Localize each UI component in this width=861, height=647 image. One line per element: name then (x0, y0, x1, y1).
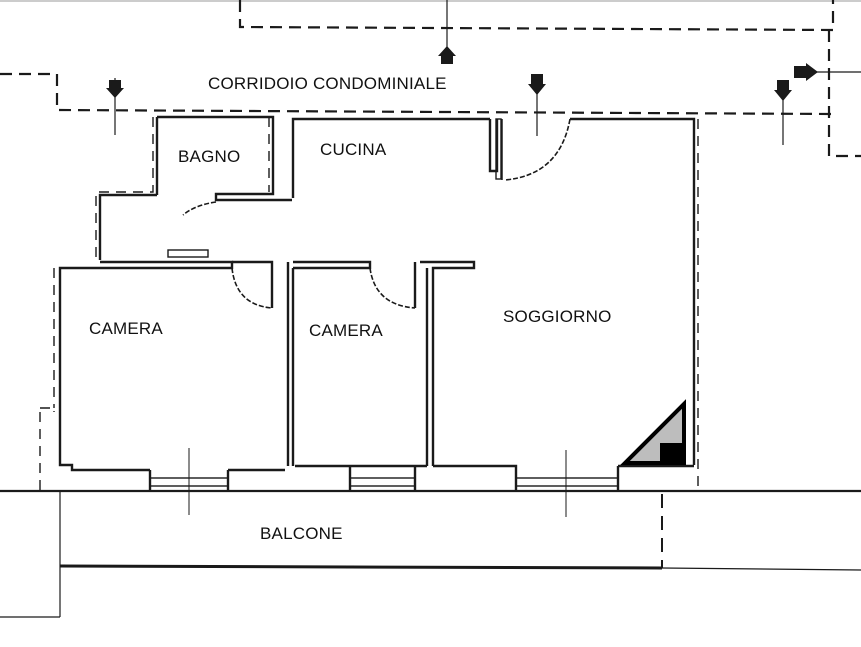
arrow-up-icon (438, 46, 456, 64)
room-label-bagno: BAGNO (178, 147, 241, 166)
room-label-soggiorno: SOGGIORNO (503, 307, 612, 326)
room-label-balcone: BALCONE (260, 524, 343, 543)
arrow-right-icon (794, 63, 818, 81)
arrow-down-icon (774, 80, 792, 101)
arrow-down-icon (528, 74, 546, 95)
corridor-label: CORRIDOIO CONDOMINIALE (208, 74, 447, 93)
room-label-camera-2: CAMERA (309, 321, 383, 340)
room-label-camera-1: CAMERA (89, 319, 163, 338)
section-markers (114, 0, 861, 145)
stair-icon (620, 399, 686, 465)
arrow-down-icon (106, 80, 124, 98)
room-label-cucina: CUCINA (320, 140, 387, 159)
walls (0, 115, 861, 618)
